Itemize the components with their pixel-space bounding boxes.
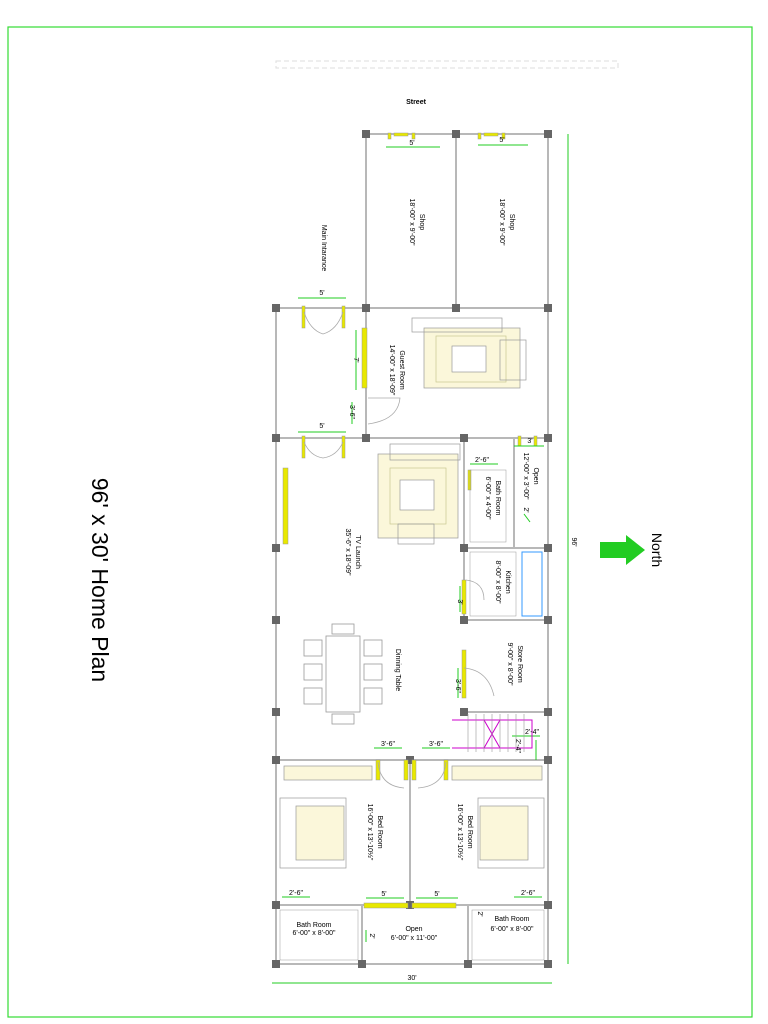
tiled-floors (279, 469, 545, 961)
bed1-name: Bed Room (376, 815, 383, 848)
dimension-lines (272, 134, 569, 984)
plan-title: 96' x 30' Home Plan (87, 478, 113, 682)
bath-left-name: Bath Room (296, 922, 331, 929)
bath-right-size: 6'-00" x 8'-00" (490, 926, 534, 933)
columns (272, 130, 552, 968)
store-size: 9'-00" x 8'-00" (506, 642, 513, 686)
bed2-name: Bed Room (466, 815, 473, 848)
drawing-frame (7, 26, 753, 1018)
kitchen-size: 8'-00" x 8'-00" (494, 560, 501, 604)
bath-top-size: 6'-00" x 4'-00" (484, 476, 491, 520)
dim-tv-door: 5' (319, 423, 324, 430)
dim-bath-top-d: 2' (522, 507, 529, 512)
open-bottom-name: Open (405, 926, 422, 933)
tv-size: 35'-6" x 18'-09" (344, 529, 351, 576)
stair-treads (467, 714, 525, 752)
open-top-name: Open (532, 467, 539, 484)
bath-left-size: 6'-00" x 8'-00" (292, 930, 336, 937)
dining-name: Dinning Table (394, 649, 401, 691)
open-bottom-size: 6'-00" x 11'-00" (391, 935, 438, 942)
shop1-size: 18'-00" x 9'-00" (408, 199, 415, 246)
dimension-labels: 5' 5' 5' 7' 3'-6" 5' 3' 2'-6" 2' 3' 3'-6… (289, 137, 577, 982)
doors-windows (282, 132, 538, 909)
dim-guest-door: 3'-6" (348, 405, 355, 419)
dim-entrance-door: 5' (319, 290, 324, 297)
tv-name: TV Launch (354, 535, 361, 569)
tv-launch-sofa-set (377, 443, 461, 545)
dim-bath-left-w: 2'-6" (289, 890, 303, 897)
shop2-size: 18'-00" x 9'-00" (498, 199, 505, 246)
kitchen-counter (521, 551, 543, 617)
dim-bath-right-d: 2' (476, 911, 483, 916)
bath-right-name: Bath Room (494, 916, 529, 923)
dining-table (303, 623, 383, 725)
dim-open-top-w: 3' (527, 438, 532, 445)
guest-size: 14'-00" x 18'-09" (388, 345, 395, 396)
dim-stair-d: 2'-4" (514, 739, 521, 753)
dim-bed1-door: 3'-6" (381, 741, 395, 748)
dim-bath-right-w: 2'-6" (521, 890, 535, 897)
guest-room-sofa-set (411, 317, 527, 389)
store-name: Store Room (516, 645, 523, 683)
north-arrow: North (600, 533, 665, 567)
dim-guest-window: 7' (352, 357, 359, 362)
dim-open-win1: 5' (381, 891, 386, 898)
dim-store-door: 3'-6" (454, 679, 461, 693)
beds (279, 765, 545, 869)
room-labels: Shop 18'-00" x 9'-00" Shop 18'-00" x 9'-… (292, 199, 539, 942)
shop1-name: Shop (418, 214, 425, 230)
scale-bar (275, 60, 619, 69)
dim-open-win2: 5' (434, 891, 439, 898)
north-label: North (649, 533, 665, 567)
entrance-label: Main Intarance (320, 225, 327, 271)
dim-kitchen-door: 3' (456, 599, 463, 604)
dim-overall-width: 30' (407, 975, 416, 982)
shop2-name: Shop (508, 214, 515, 230)
kitchen-name: Kitchen (504, 570, 511, 593)
dim-bath-left-d: 2' (368, 933, 375, 938)
dim-shop-door2: 5' (499, 137, 504, 144)
bed1-size: 16'-00" x 13'-10½" (366, 804, 374, 861)
door-swings (303, 311, 495, 789)
dim-bed2-door: 3'-6" (429, 741, 443, 748)
dim-shop-door1: 5' (409, 140, 414, 147)
bath-top-name: Bath Room (494, 480, 501, 515)
street-label: Street (406, 99, 427, 106)
dim-stair-w: 2'-4" (525, 729, 539, 736)
dim-bath-top-w: 2'-6" (475, 457, 489, 464)
open-top-size: 12'-00" x 3'-00" (522, 453, 529, 500)
dim-overall-length: 96' (570, 537, 577, 546)
bed2-size: 16'-00" x 13'-10½" (456, 804, 464, 861)
guest-name: Guest Room (398, 350, 405, 389)
